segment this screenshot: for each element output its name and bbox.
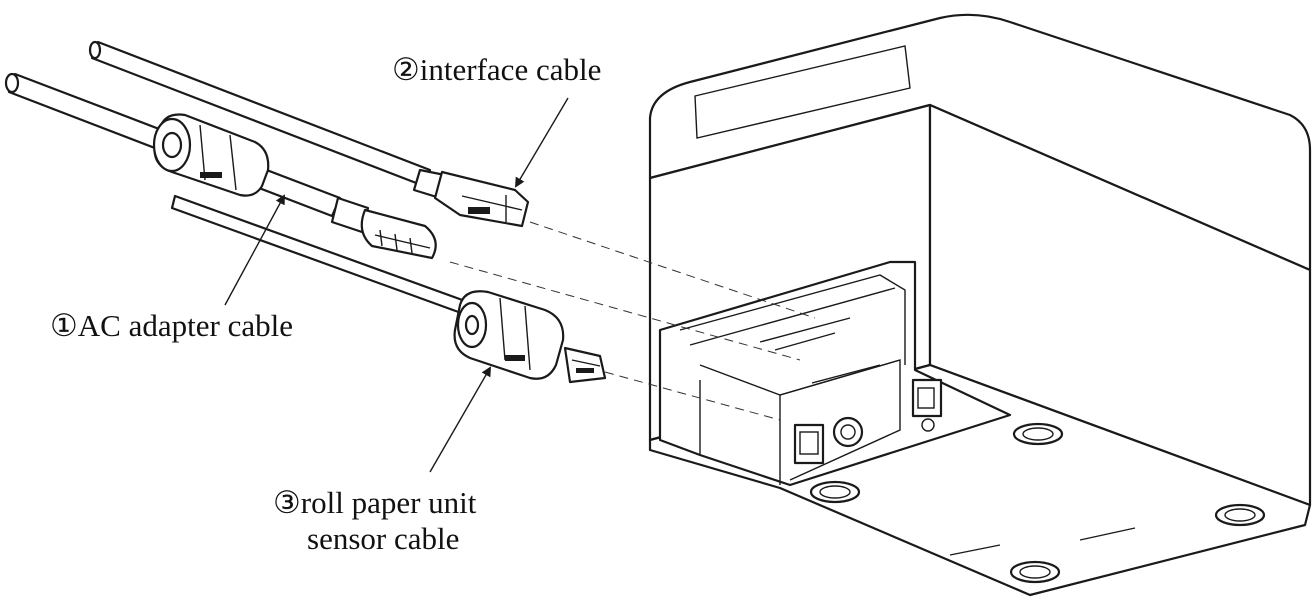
rubber-foot [1009, 560, 1061, 584]
interface-port [793, 423, 825, 465]
ac-adapter-cable-label: ①AC adapter cable [50, 308, 293, 343]
roll-paper-cable-label-line2: sensor cable [307, 521, 460, 556]
ac-adapter-cable [4, 72, 437, 260]
roll-paper-cable-label-line1: ③roll paper unit [273, 485, 477, 520]
connector-bay [658, 260, 1012, 487]
interface-connector [433, 170, 530, 228]
roll-paper-cable-label: ③roll paper unit sensor cable [273, 485, 476, 557]
rubber-foot [809, 480, 861, 504]
rubber-foot [1214, 503, 1266, 527]
sensor-port [911, 378, 943, 418]
interface-cable-arrow [514, 97, 569, 188]
interface-cable [88, 40, 530, 228]
interface-cable-label: ②interface cable [392, 52, 602, 87]
roll-paper-cable-arrow [429, 366, 491, 473]
ac-adapter-cable-arrow [224, 194, 285, 306]
power-jack [832, 416, 864, 448]
sensor-plug [563, 346, 607, 384]
roll-paper-sensor-cable [170, 194, 607, 384]
ac-adapter-plug [360, 208, 437, 260]
printer-top-cover [648, 13, 1312, 272]
rubber-foot [1012, 422, 1064, 446]
